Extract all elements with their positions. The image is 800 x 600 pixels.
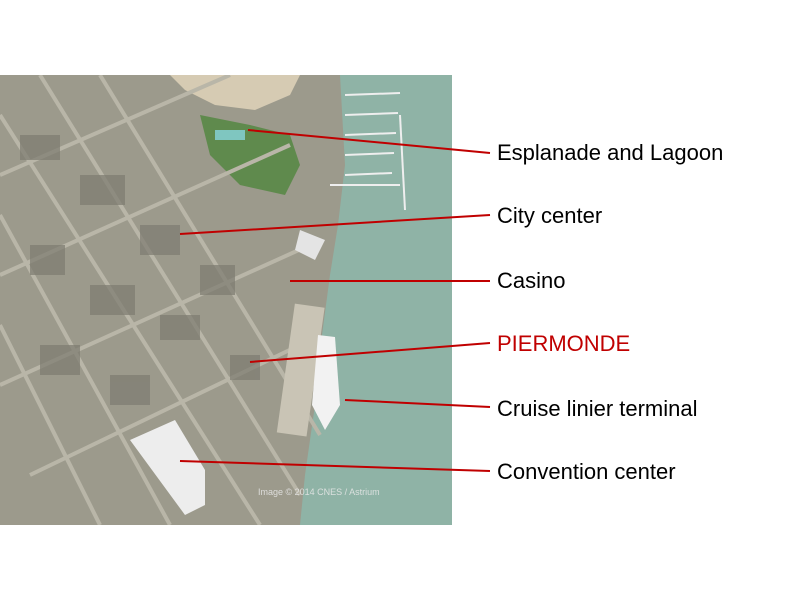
label-cruise-terminal: Cruise linier terminal [497,396,698,421]
building-blocks [20,135,260,405]
convention-center-roof [130,420,205,515]
beach-area [170,75,300,110]
label-convention-center: Convention center [497,459,676,484]
label-city-center: City center [497,203,603,228]
casino-building [295,230,325,260]
wharf [276,303,325,437]
water-area [300,75,452,525]
street-grid [0,75,322,525]
aerial-satellite-image [0,75,452,525]
label-casino: Casino [497,268,566,293]
label-esplanade: Esplanade and Lagoon [497,140,724,165]
label-piermonde: PIERMONDE [497,331,631,356]
lagoon-pool [215,130,245,140]
image-credit: Image © 2014 CNES / Astrium [258,487,380,497]
